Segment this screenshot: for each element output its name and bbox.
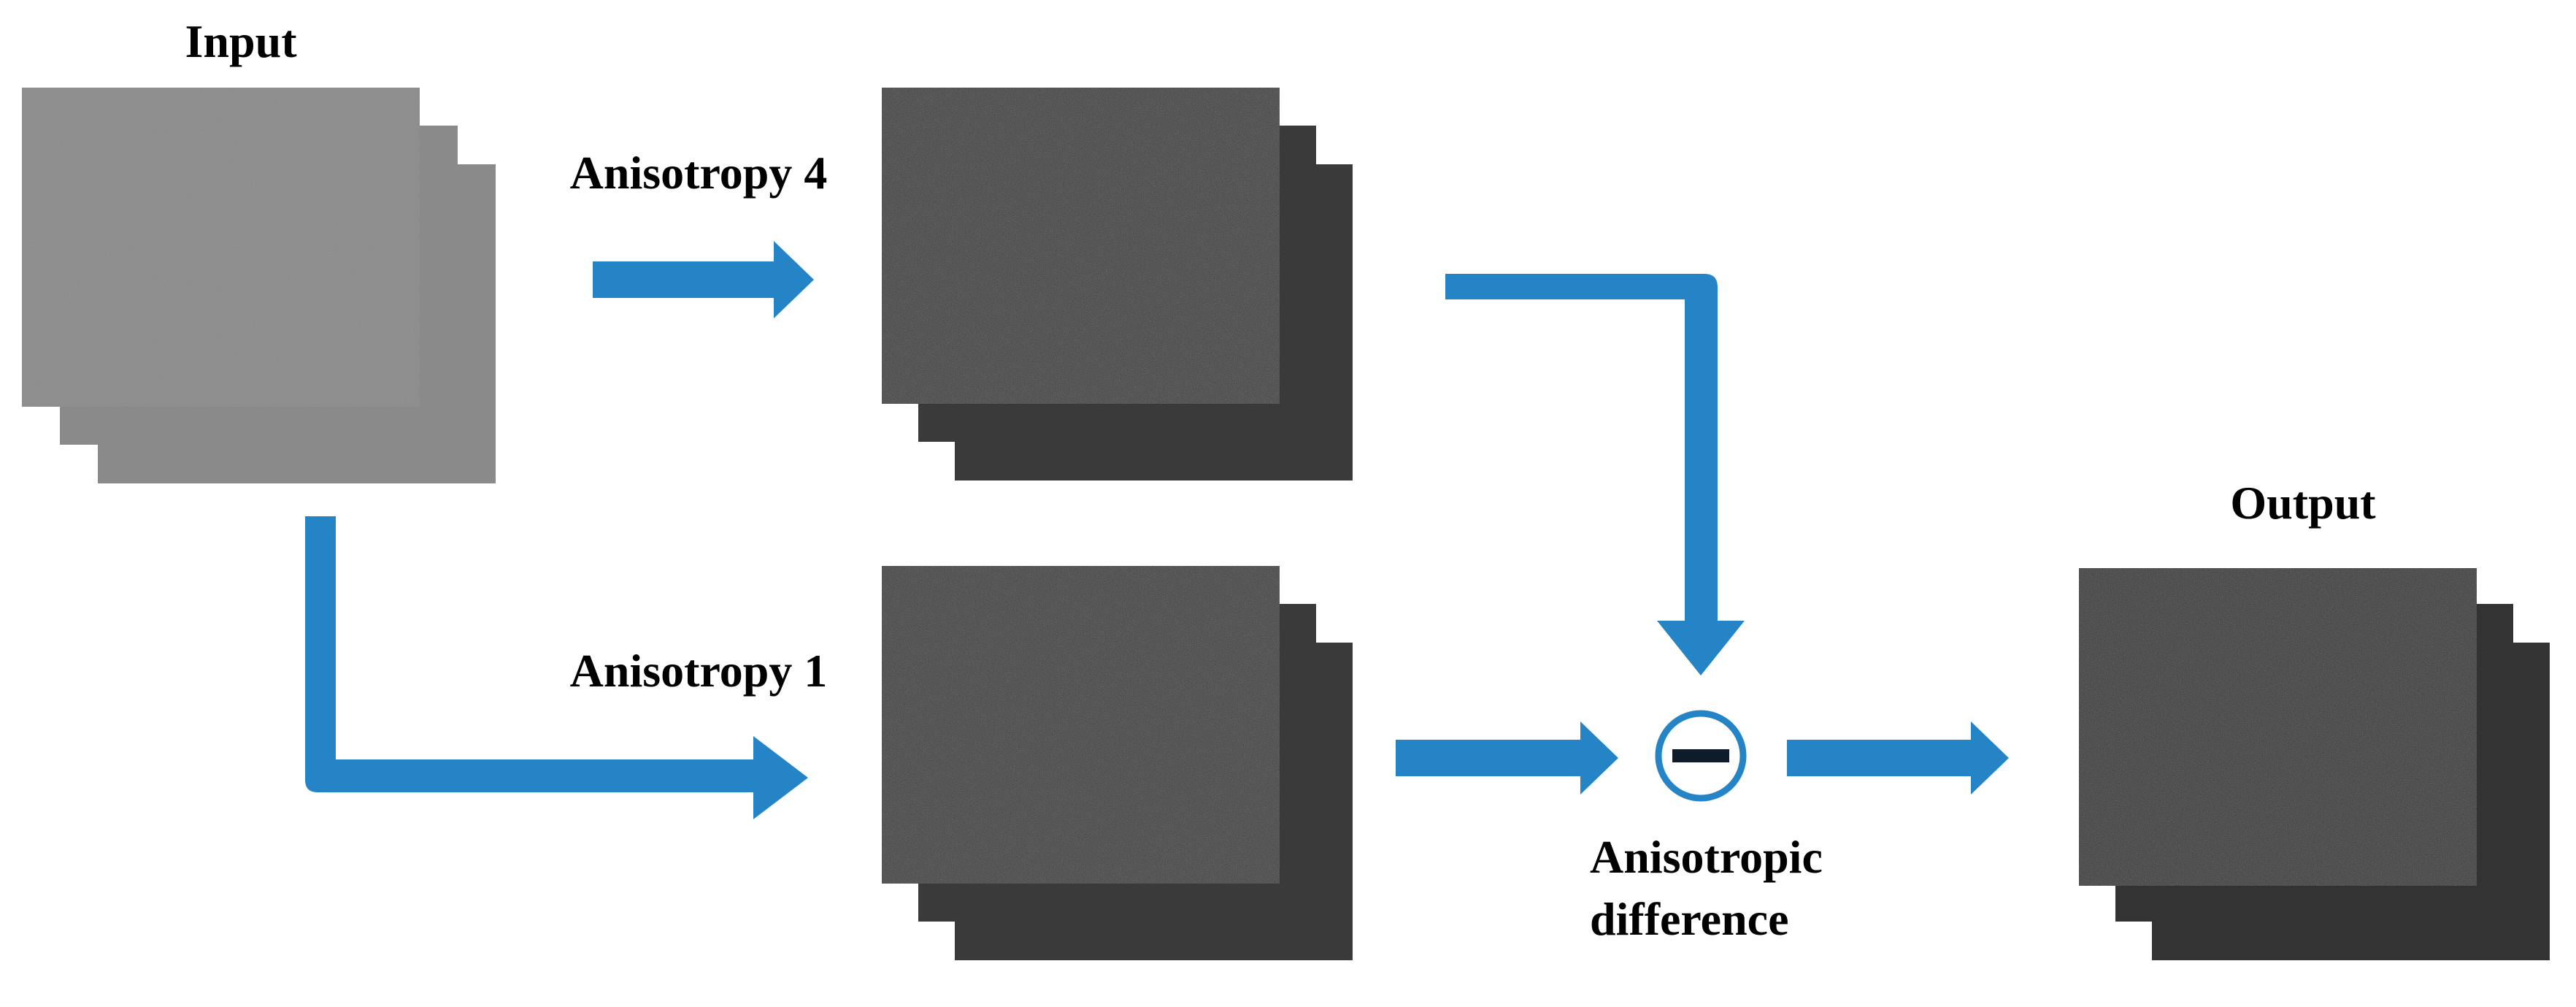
- arrow-input-to-anisotropy-1: [305, 516, 808, 819]
- arrow-operator-to-output: [1787, 721, 2009, 795]
- arrow-input-to-anisotropy-4: [593, 241, 814, 318]
- anisotropy-4-label: Anisotropy 4: [570, 147, 828, 199]
- anisotropy-1-label: Anisotropy 1: [570, 645, 828, 697]
- input-label: Input: [185, 15, 298, 67]
- difference-label-line-1: Anisotropic: [1590, 831, 1823, 883]
- arrow-anisotropy-1-to-operator: [1396, 721, 1618, 795]
- output-noise: [2079, 568, 2477, 886]
- anisotropy-1-image-stack: [882, 566, 1353, 960]
- anisotropy-1-noise: [882, 566, 1280, 884]
- operator-minus-bar: [1672, 749, 1729, 762]
- input-image-noise: [22, 88, 420, 407]
- minus-circle-icon: [1655, 710, 1747, 802]
- input-image-stack: [22, 88, 496, 483]
- output-label: Output: [2230, 477, 2376, 529]
- anisotropy-4-image-stack: [882, 88, 1353, 480]
- output-image-stack: [2079, 568, 2550, 960]
- arrow-anisotropy-4-to-operator: [1445, 274, 1745, 675]
- anisotropic-difference-label: Anisotropic difference: [1590, 831, 1826, 945]
- difference-label-line-2: difference: [1590, 893, 1788, 945]
- anisotropy-4-noise: [882, 88, 1280, 404]
